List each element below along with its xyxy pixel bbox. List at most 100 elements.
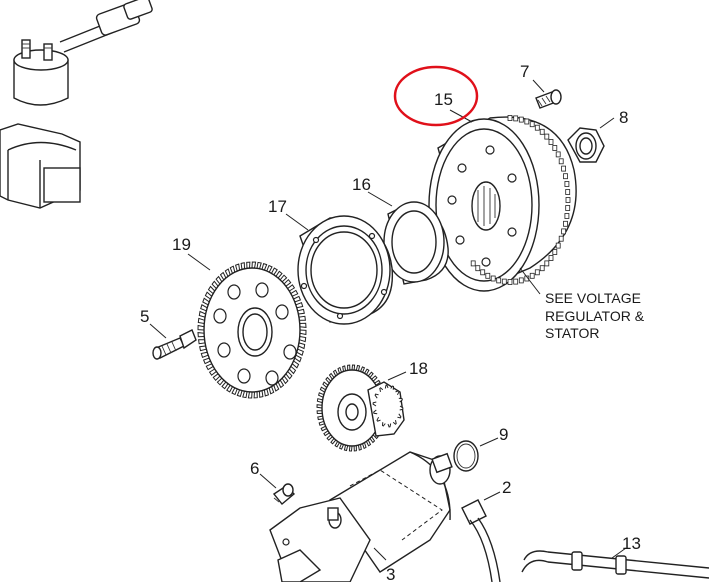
gear-tooth xyxy=(246,261,251,269)
gear-tooth xyxy=(215,275,223,285)
ring-tooth xyxy=(565,205,571,211)
ring-tooth xyxy=(564,213,570,219)
ring-tooth xyxy=(480,269,486,276)
note-line-1: SEE VOLTAGE xyxy=(545,290,641,306)
gear-tooth xyxy=(283,278,292,287)
gear-tooth xyxy=(271,267,278,276)
gear-tooth xyxy=(298,342,306,350)
gear-tooth xyxy=(259,390,264,398)
gear-tooth xyxy=(392,420,397,425)
gear-tooth xyxy=(208,368,217,376)
callout-8: 8 xyxy=(619,108,628,127)
starter-gear-part-18 xyxy=(316,364,405,452)
ring-tooth xyxy=(539,265,545,272)
ring-tooth xyxy=(548,139,554,145)
ring-tooth xyxy=(475,265,481,272)
bearing-part-16 xyxy=(383,201,449,285)
gear19-teeth xyxy=(197,261,307,399)
gear-tooth xyxy=(253,391,258,399)
gear-tooth xyxy=(219,271,227,281)
gear-tooth xyxy=(256,261,262,269)
ring-tooth xyxy=(470,260,476,267)
gear-tooth xyxy=(299,336,307,343)
gear-tooth xyxy=(200,304,208,312)
gear-tooth xyxy=(242,391,248,399)
gear-tooth xyxy=(236,389,243,398)
gear-tooth xyxy=(384,384,389,389)
callout-15: 15 xyxy=(434,90,453,109)
gear-tooth xyxy=(205,363,214,371)
ring-tooth xyxy=(552,145,558,151)
ring-tooth xyxy=(524,275,530,282)
gear-tooth xyxy=(342,365,347,372)
gear-tooth xyxy=(251,261,257,269)
ring-tooth xyxy=(544,260,550,267)
gear-tooth xyxy=(234,263,241,272)
gear-tooth xyxy=(353,445,357,452)
gear-tooth xyxy=(294,354,302,363)
gear-tooth xyxy=(381,422,386,427)
gear-tooth xyxy=(199,345,207,352)
ring-tooth xyxy=(561,165,566,172)
note-line-3: STATOR xyxy=(545,325,599,341)
gear-tooth xyxy=(295,302,304,309)
gear-part-19 xyxy=(197,261,307,399)
gear-tooth xyxy=(355,364,361,372)
gear-tooth xyxy=(197,324,205,331)
gear-tooth xyxy=(273,383,280,392)
gear-tooth xyxy=(211,280,219,289)
gear-tooth xyxy=(200,351,209,358)
ring-tooth xyxy=(561,228,566,235)
gear-tooth xyxy=(287,284,296,292)
ring-tooth xyxy=(490,275,496,282)
ring-tooth xyxy=(552,249,558,255)
callout-2: 2 xyxy=(502,478,511,497)
relay-bracket-part xyxy=(0,123,81,209)
cable-part-13 xyxy=(521,550,709,579)
starter-motor-part-3 xyxy=(269,451,453,582)
gear-tooth xyxy=(399,405,404,411)
gear-tooth xyxy=(275,270,283,279)
gear-tooth xyxy=(290,289,299,297)
gear-tooth xyxy=(376,416,381,422)
ring-tooth xyxy=(563,220,568,227)
gear-tooth xyxy=(207,285,216,294)
gear-tooth xyxy=(348,445,353,452)
gear-tooth xyxy=(216,377,225,386)
gear-tooth xyxy=(316,410,323,415)
callout-5: 5 xyxy=(140,307,149,326)
ring-tooth xyxy=(485,272,491,279)
gear-tooth xyxy=(373,409,378,415)
gear-tooth xyxy=(298,315,306,321)
gear-tooth xyxy=(261,262,268,271)
ring-tooth xyxy=(564,181,570,187)
callout-13: 13 xyxy=(622,534,641,553)
shaft-bolt-part-5 xyxy=(152,329,197,360)
ring-tooth xyxy=(496,277,502,284)
gear-tooth xyxy=(347,364,351,371)
o-ring-part-9 xyxy=(453,440,479,472)
gear-tooth xyxy=(390,385,395,390)
highlight-circle xyxy=(393,65,479,127)
callout-17: 17 xyxy=(268,197,287,216)
bolt-part-6 xyxy=(272,483,296,505)
gear-tooth xyxy=(279,274,288,283)
ring-tooth xyxy=(534,269,540,276)
ring-tooth xyxy=(534,124,540,131)
gear-tooth xyxy=(357,444,362,451)
gear-tooth xyxy=(299,329,307,336)
gear-tooth xyxy=(204,291,213,300)
gear-tooth xyxy=(387,423,392,428)
gear-tooth xyxy=(316,398,323,404)
ring-tooth xyxy=(565,197,571,203)
ring-tooth xyxy=(548,255,554,261)
callout-6: 6 xyxy=(250,459,259,478)
gear-tooth xyxy=(226,384,233,393)
gear-tooth xyxy=(285,371,293,380)
gear-tooth xyxy=(197,332,205,338)
gear-tooth xyxy=(372,401,377,407)
gear-tooth xyxy=(231,387,238,396)
gear-tooth xyxy=(316,404,323,409)
gear-tooth xyxy=(281,375,289,385)
